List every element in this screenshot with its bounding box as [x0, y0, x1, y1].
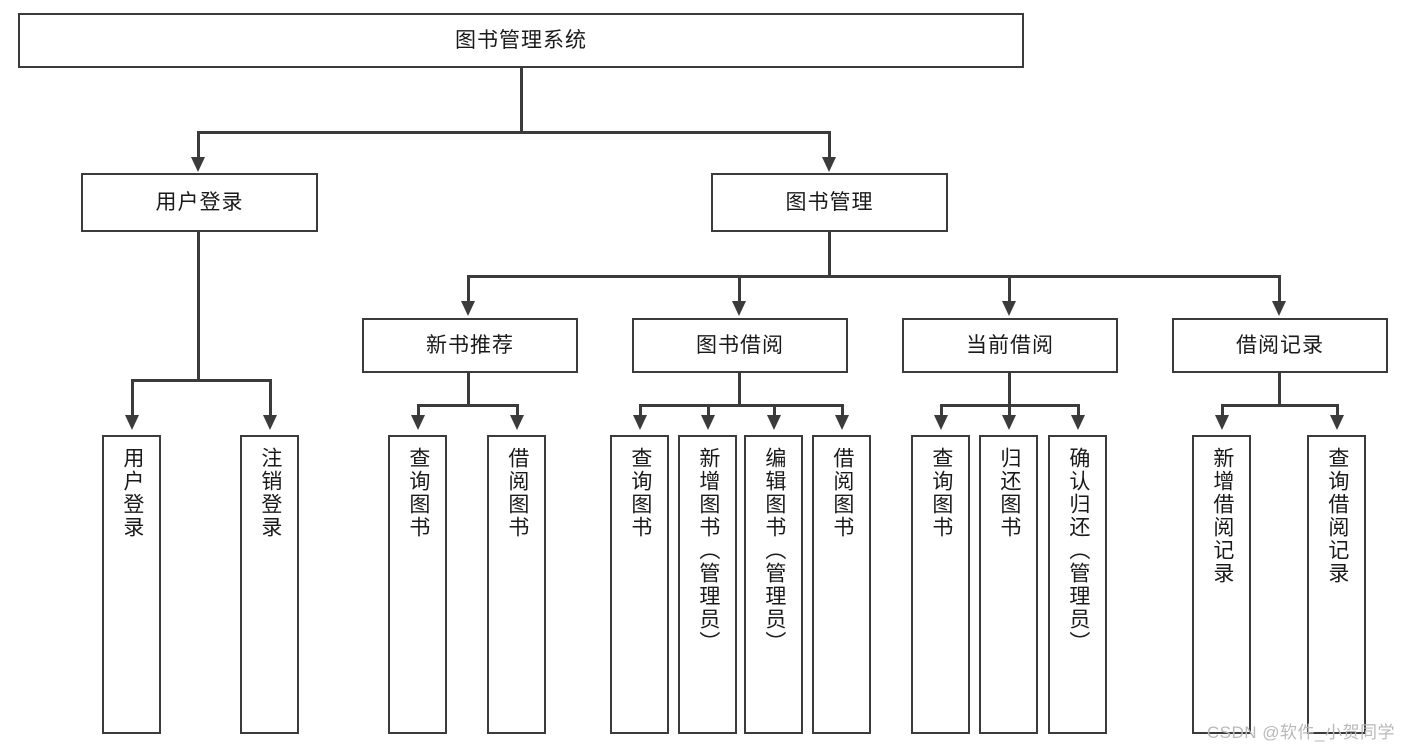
arrowhead-leaf-book-borrow-4	[835, 415, 849, 430]
arrowhead-to-new-book	[461, 301, 475, 316]
node-label: 图书管理	[785, 190, 874, 214]
arrowhead-leaf-borrow-record-1	[1215, 415, 1229, 430]
node-label: 注销登录	[258, 447, 282, 539]
node-leaf-query-borrow-record[interactable]: 查询借阅记录	[1307, 435, 1366, 734]
connector-to-book-manage	[828, 131, 831, 159]
connector-borrow-record-stem	[1278, 373, 1281, 405]
connector-to-new-book	[467, 275, 470, 303]
node-leaf-query-book-borrow[interactable]: 查询图书	[610, 435, 669, 734]
node-label: 查询借阅记录	[1325, 447, 1349, 585]
node-leaf-query-book-recommend[interactable]: 查询图书	[388, 435, 447, 734]
arrowhead-leaf-current-borrow-2	[1002, 415, 1016, 430]
connector-level2-bus	[467, 275, 1279, 278]
node-label: 当前借阅	[966, 333, 1054, 357]
node-label: 新增图书（管理员）	[696, 447, 720, 654]
node-leaf-user-logout[interactable]: 注销登录	[240, 435, 299, 734]
connector-leaf-borrow-record-1	[1221, 404, 1224, 417]
node-label: 归还图书	[997, 447, 1021, 539]
node-label: 借阅图书	[830, 447, 854, 539]
connector-borrow-record-bus	[1221, 404, 1338, 407]
node-label: 图书管理系统	[455, 28, 587, 52]
connector-leaf-new-book-2	[516, 404, 519, 417]
connector-to-current-borrow	[1008, 275, 1011, 303]
connector-leaf-current-borrow-2	[1008, 404, 1011, 417]
connector-user-login-bus	[131, 379, 271, 382]
connector-level1-bus	[197, 131, 830, 134]
arrowhead-to-book-borrow	[732, 301, 746, 316]
node-borrow-record[interactable]: 借阅记录	[1172, 318, 1388, 373]
node-label: 确认归还（管理员）	[1066, 447, 1090, 654]
connector-leaf-book-borrow-4	[841, 404, 844, 417]
connector-root-stem	[520, 68, 523, 132]
arrowhead-to-user-login	[191, 157, 205, 172]
connector-current-borrow-stem	[1008, 373, 1011, 405]
node-leaf-borrow-book-recommend[interactable]: 借阅图书	[487, 435, 546, 734]
node-leaf-edit-book-admin[interactable]: 编辑图书（管理员）	[744, 435, 803, 734]
connector-new-book-bus	[417, 404, 518, 407]
node-label: 查询图书	[929, 447, 953, 539]
arrowhead-leaf-current-borrow-3	[1071, 415, 1085, 430]
arrowhead-leaf-borrow-record-2	[1330, 415, 1344, 430]
node-label: 用户登录	[120, 447, 144, 539]
arrowhead-leaf-new-book-1	[411, 415, 425, 430]
node-leaf-confirm-return-admin[interactable]: 确认归还（管理员）	[1048, 435, 1107, 734]
arrowhead-leaf-book-borrow-1	[633, 415, 647, 430]
connector-leaf-current-borrow-3	[1077, 404, 1080, 417]
arrowhead-leaf-book-borrow-3	[767, 415, 781, 430]
connector-leaf-current-borrow-1	[940, 404, 943, 417]
node-leaf-add-book-admin[interactable]: 新增图书（管理员）	[678, 435, 737, 734]
node-leaf-user-login[interactable]: 用户登录	[102, 435, 161, 734]
node-label: 借阅图书	[505, 447, 529, 539]
connector-leaf-user-login-1	[131, 379, 134, 417]
node-label: 用户登录	[155, 190, 244, 214]
node-label: 借阅记录	[1236, 333, 1324, 357]
arrowhead-to-borrow-record	[1272, 301, 1286, 316]
node-leaf-add-borrow-record[interactable]: 新增借阅记录	[1192, 435, 1251, 734]
node-current-borrow[interactable]: 当前借阅	[902, 318, 1118, 373]
node-user-login[interactable]: 用户登录	[81, 173, 318, 232]
arrowhead-to-book-manage	[822, 157, 836, 172]
connector-to-borrow-record	[1278, 275, 1281, 303]
node-label: 查询图书	[628, 447, 652, 539]
node-leaf-query-book-current[interactable]: 查询图书	[911, 435, 970, 734]
connector-leaf-user-login-2	[269, 379, 272, 417]
connector-user-login-stem	[197, 232, 200, 380]
connector-leaf-book-borrow-1	[639, 404, 642, 417]
node-root-book-management-system[interactable]: 图书管理系统	[18, 13, 1024, 68]
node-new-book-recommend[interactable]: 新书推荐	[362, 318, 578, 373]
node-book-borrow[interactable]: 图书借阅	[632, 318, 848, 373]
node-label: 新增借阅记录	[1210, 447, 1234, 585]
arrowhead-leaf-current-borrow-1	[934, 415, 948, 430]
arrowhead-leaf-user-login-2	[263, 415, 277, 430]
node-label: 新书推荐	[426, 333, 514, 357]
arrowhead-leaf-book-borrow-2	[701, 415, 715, 430]
connector-book-borrow-bus	[639, 404, 843, 407]
node-book-management[interactable]: 图书管理	[711, 173, 948, 232]
connector-to-user-login	[197, 131, 200, 159]
arrowhead-leaf-new-book-2	[510, 415, 524, 430]
node-leaf-return-book[interactable]: 归还图书	[979, 435, 1038, 734]
node-leaf-borrow-book[interactable]: 借阅图书	[812, 435, 871, 734]
connector-new-book-stem	[467, 373, 470, 405]
node-label: 图书借阅	[696, 333, 784, 357]
arrowhead-to-current-borrow	[1002, 301, 1016, 316]
connector-leaf-book-borrow-2	[707, 404, 710, 417]
connector-leaf-new-book-1	[417, 404, 420, 417]
connector-leaf-book-borrow-3	[773, 404, 776, 417]
node-label: 查询图书	[406, 447, 430, 539]
connector-book-borrow-stem	[738, 373, 741, 405]
connector-book-manage-stem	[828, 232, 831, 276]
node-label: 编辑图书（管理员）	[762, 447, 786, 654]
connector-to-book-borrow	[738, 275, 741, 303]
arrowhead-leaf-user-login-1	[125, 415, 139, 430]
connector-leaf-borrow-record-2	[1336, 404, 1339, 417]
